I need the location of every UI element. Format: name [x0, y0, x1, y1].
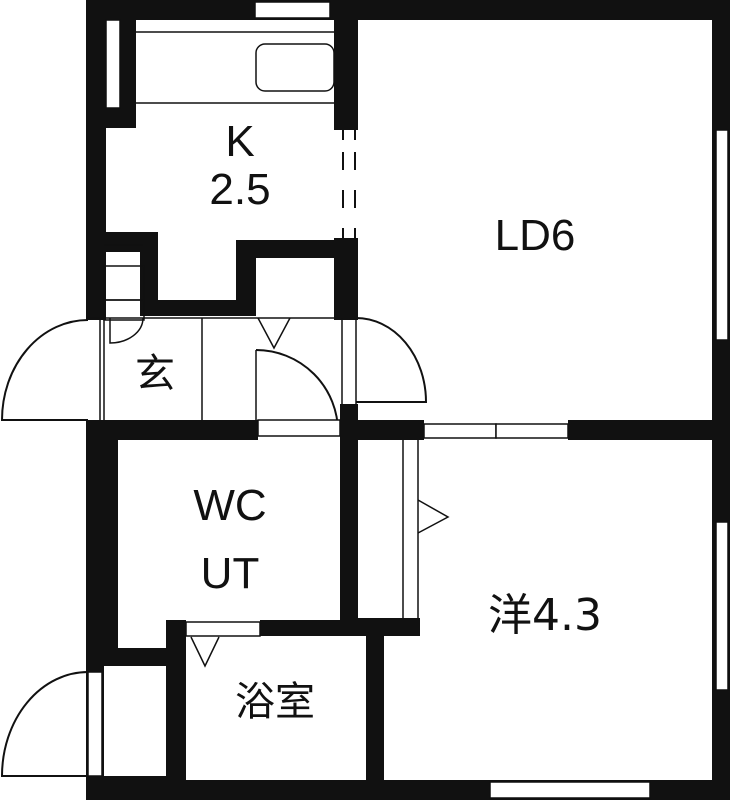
room-label-wc-utility: WC UT	[193, 481, 267, 599]
closet-arrow-icon	[417, 499, 450, 534]
room-label-entrance: 玄	[135, 351, 175, 397]
opening-dashes	[342, 130, 356, 238]
closet	[402, 440, 450, 618]
windows	[105, 1, 729, 799]
room-label-kitchen: K 2.5	[209, 117, 271, 215]
sink-icon	[255, 43, 335, 92]
room-label-bathroom: 浴室	[235, 679, 315, 725]
bath-door	[185, 621, 261, 668]
ld-door	[341, 317, 428, 404]
room-label-western-room: 洋4.3	[488, 590, 602, 641]
door-arrow-icon	[257, 317, 291, 350]
room-label-living-dining: LD6	[494, 211, 576, 260]
ld-door-icon	[355, 317, 428, 403]
back-door-icon	[0, 671, 89, 777]
entrance-area	[0, 317, 341, 437]
bath-arrow-icon	[190, 636, 220, 668]
entrance-door-icon	[0, 319, 89, 421]
shoe-cabinet	[86, 244, 145, 321]
back-door	[0, 671, 170, 780]
kitchen-counter	[136, 31, 335, 104]
hall-door-icon	[255, 349, 339, 433]
